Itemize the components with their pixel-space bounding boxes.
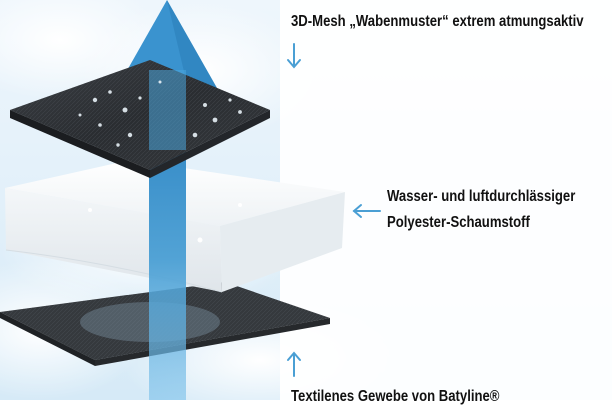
layer-diagram [0, 0, 612, 400]
foam-label-line2: Polyester-Schaumstoff [387, 214, 530, 231]
up-arrow-icon [287, 351, 301, 377]
top-mesh-layer [10, 60, 270, 178]
down-arrow-icon [287, 43, 301, 69]
foam-label-line1: Wasser- und luftdurchlässiger [387, 188, 576, 205]
fabric-label: Textilenes Gewebe von Batyline® [291, 388, 500, 405]
left-arrow-icon [352, 204, 381, 218]
mesh-label: 3D-Mesh „Wabenmuster“ extrem atmungsakti… [291, 13, 584, 30]
